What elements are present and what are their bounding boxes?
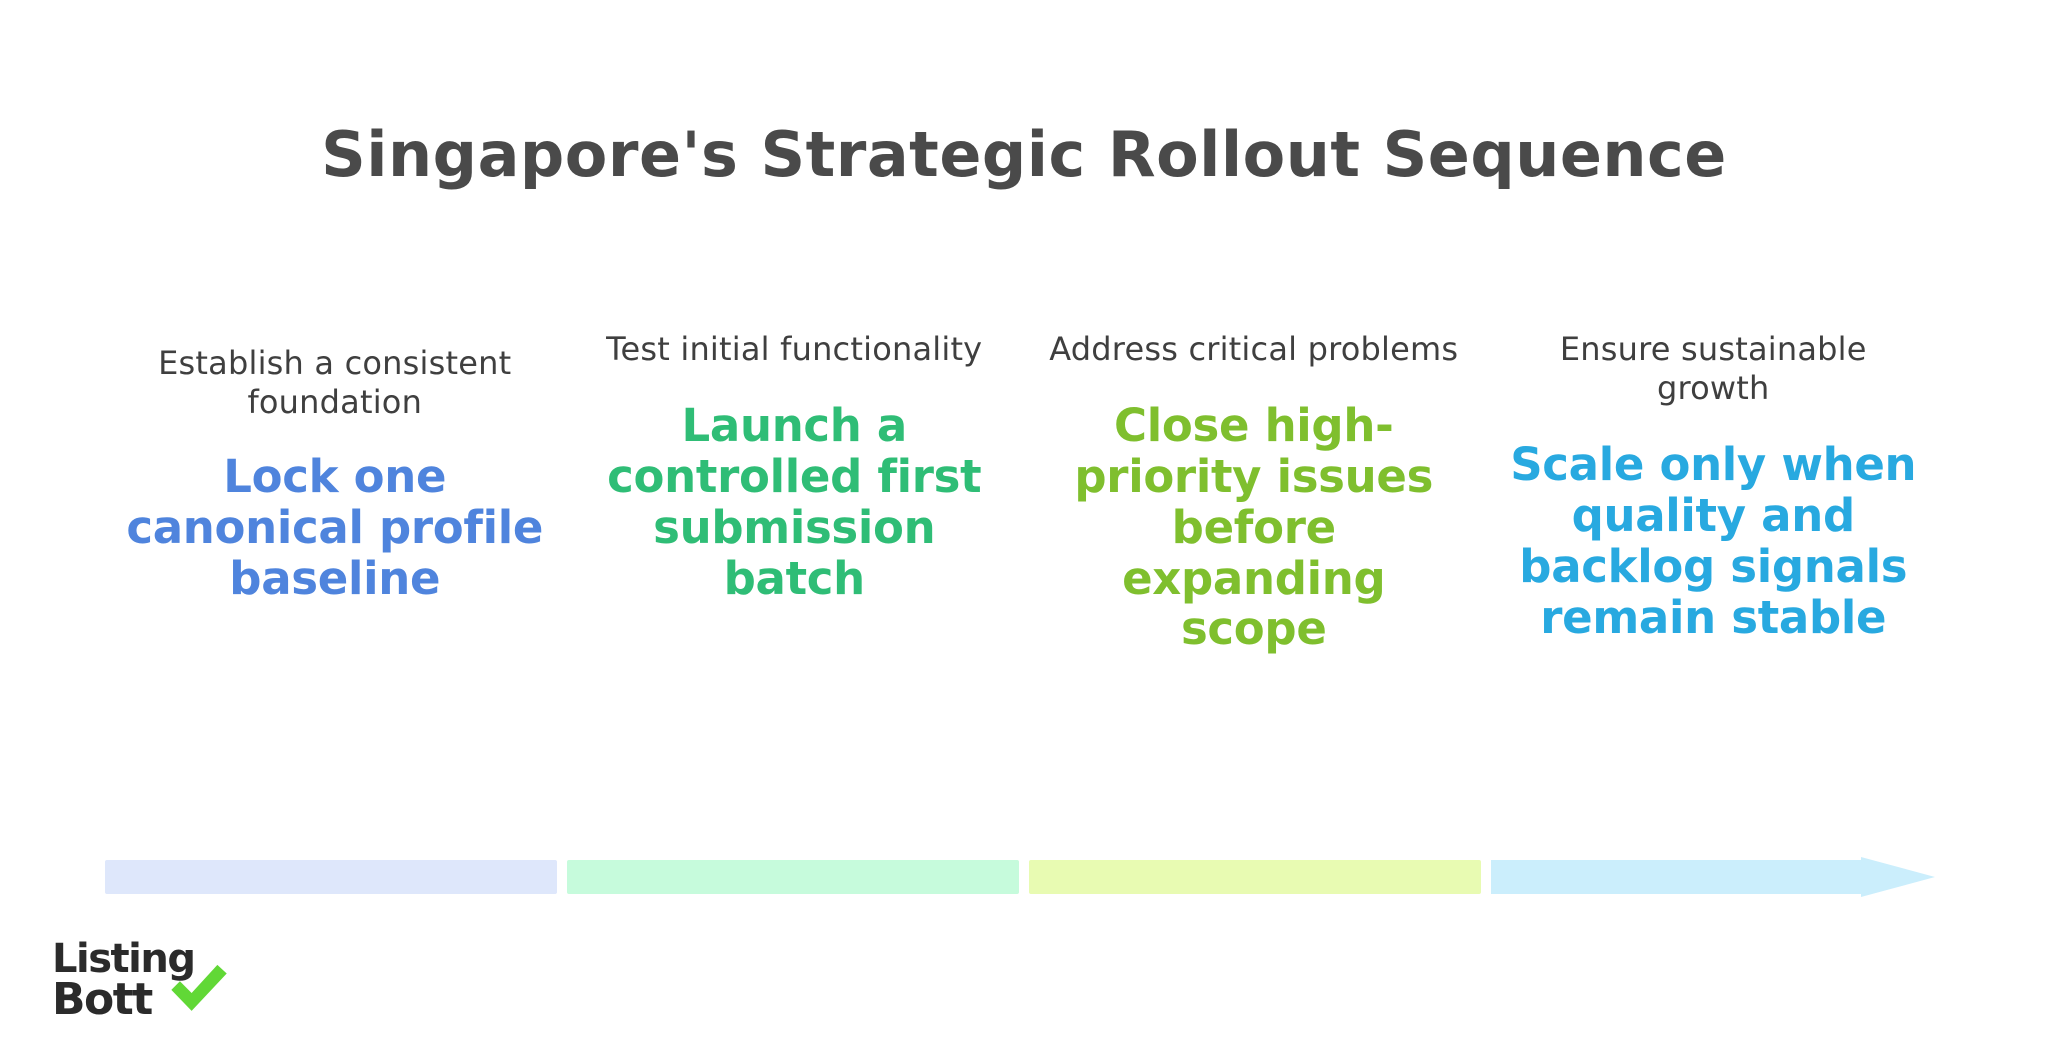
arrow-segment-4-head xyxy=(1491,857,1935,897)
stage-column-1: Establish a consistent foundation Lock o… xyxy=(105,330,565,605)
arrow-segment-1 xyxy=(105,860,557,894)
stage-heading: Test initial functionality xyxy=(606,330,983,368)
stage-statement: Lock one canonical profile baseline xyxy=(126,450,544,605)
stage-heading: Address critical problems xyxy=(1049,330,1459,368)
logo-wordmark-line1: Listing xyxy=(52,938,194,982)
check-mark-icon xyxy=(171,964,227,1011)
stage-statement: Close high-priority issues before expand… xyxy=(1074,399,1434,656)
stage-heading: Establish a consistent foundation xyxy=(158,344,512,422)
stage-column-3: Address critical problems Close high-pri… xyxy=(1024,330,1484,655)
brand-logo: Listing Bott xyxy=(52,938,292,1024)
arrow-segment-3 xyxy=(1029,860,1481,894)
stage-column-4: Ensure sustainable growth Scale only whe… xyxy=(1484,330,1944,643)
progress-arrow xyxy=(105,857,1965,907)
stage-statement: Scale only when quality and backlog sign… xyxy=(1510,438,1917,644)
arrow-segment-2 xyxy=(567,860,1019,894)
stage-heading: Ensure sustainable growth xyxy=(1559,330,1867,408)
stage-statement: Launch a controlled first submission bat… xyxy=(607,399,982,605)
logo-wordmark-line2: Bott xyxy=(52,974,153,1024)
page-title: Singapore's Strategic Rollout Sequence xyxy=(321,118,1727,191)
stage-column-2: Test initial functionality Launch a cont… xyxy=(565,330,1025,604)
stage-columns: Establish a consistent foundation Lock o… xyxy=(105,330,1943,850)
